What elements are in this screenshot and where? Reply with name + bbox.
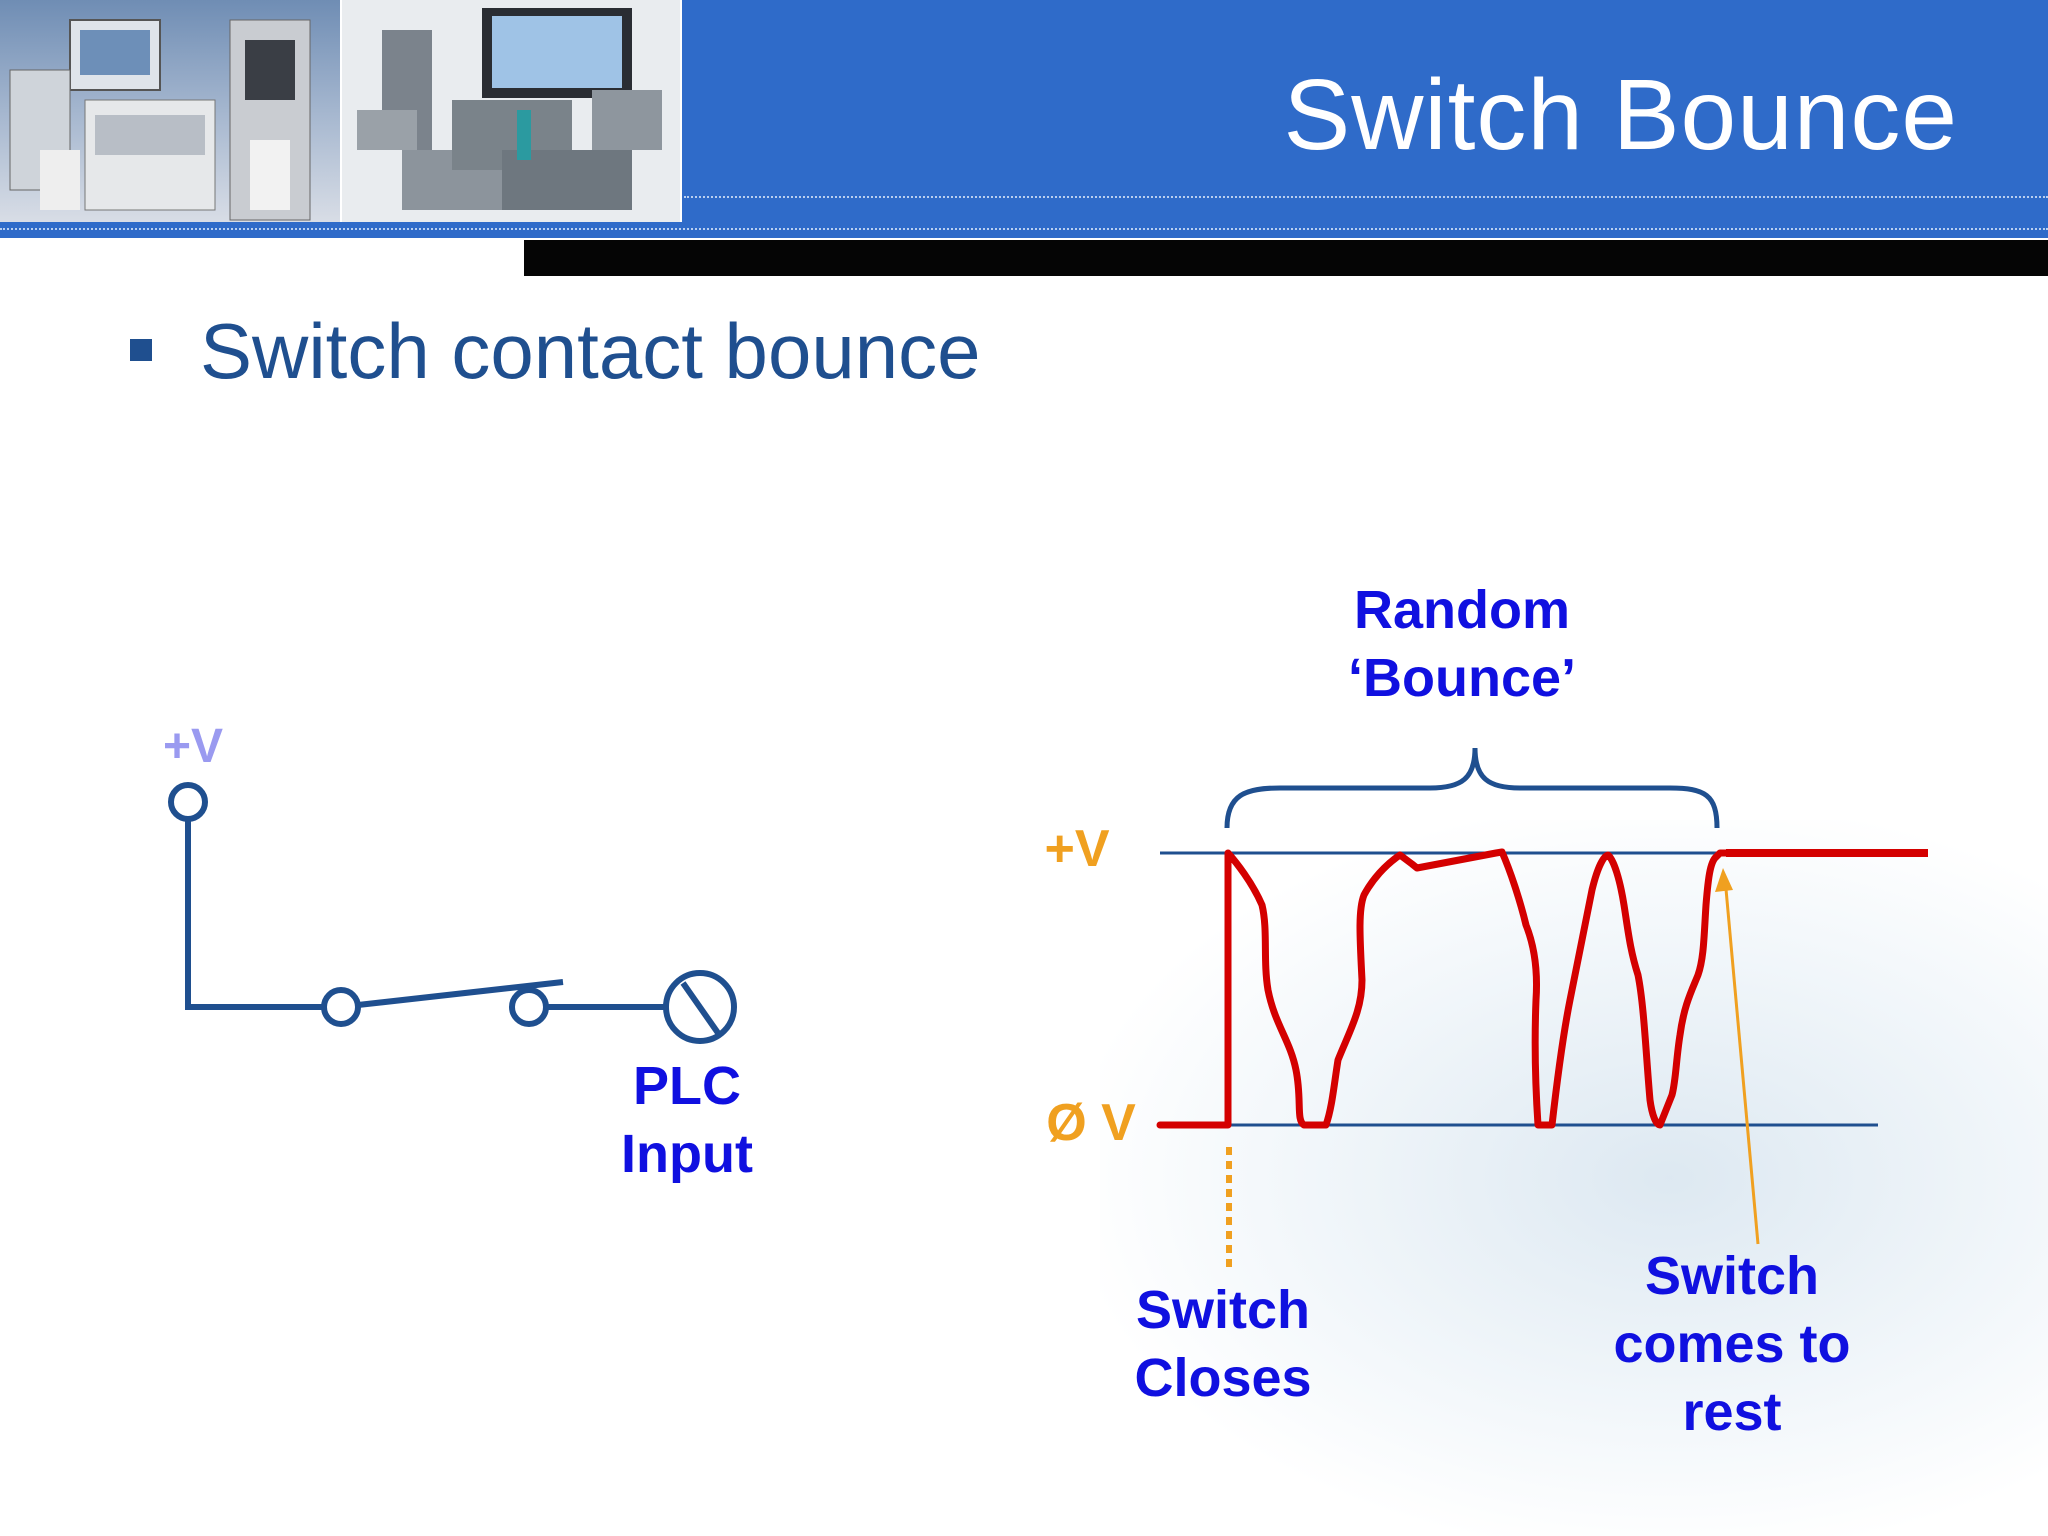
plc-input-label-line1: PLC	[633, 1056, 741, 1116]
switch-contact-right	[509, 987, 549, 1027]
low-voltage-label: Ø V	[1046, 1094, 1136, 1152]
bounce-label-line1: Random	[1354, 580, 1570, 640]
slide-title: Switch Bounce	[1283, 59, 1958, 171]
switch-closes-label-line1: Switch	[1136, 1280, 1310, 1340]
rest-arrow-shaft	[1723, 877, 1760, 1245]
plc-equipment-photo-left	[0, 0, 342, 222]
switch-rest-label-line1: Switch	[1645, 1246, 1819, 1306]
bullet-text: Switch contact bounce	[200, 307, 981, 395]
bounce-label-line2: ‘Bounce’	[1348, 648, 1576, 708]
bounce-brace	[1224, 747, 1720, 829]
bullet-marker	[130, 339, 152, 361]
signal-trace	[1156, 848, 1730, 1129]
plc-input-terminal-slash	[680, 981, 721, 1035]
background-watermark	[1100, 820, 2048, 1536]
switch-rest-label-line2: comes to	[1613, 1314, 1850, 1374]
supply-voltage-label: +V	[163, 720, 223, 773]
supply-terminal	[168, 782, 208, 822]
bounce-waveform: +V Ø V Random ‘Bounce’ Switch Closes Swi…	[1044, 580, 1928, 1442]
switch-circuit: +V PLC Input	[163, 720, 753, 1184]
switch-closes-label-line2: Closes	[1134, 1348, 1311, 1408]
high-voltage-label: +V	[1044, 820, 1109, 878]
plc-equipment-photo-right	[342, 0, 682, 222]
switch-contact-left	[321, 987, 361, 1027]
header-divider-lower	[0, 228, 2048, 230]
plc-input-label-line2: Input	[621, 1124, 753, 1184]
header-black-bar	[524, 240, 2048, 276]
rest-arrow-head	[1715, 868, 1733, 892]
switch-rest-label-line3: rest	[1682, 1382, 1781, 1442]
switch-blade	[357, 979, 564, 1008]
plc-input-terminal	[663, 970, 737, 1044]
header-divider	[684, 196, 2048, 198]
